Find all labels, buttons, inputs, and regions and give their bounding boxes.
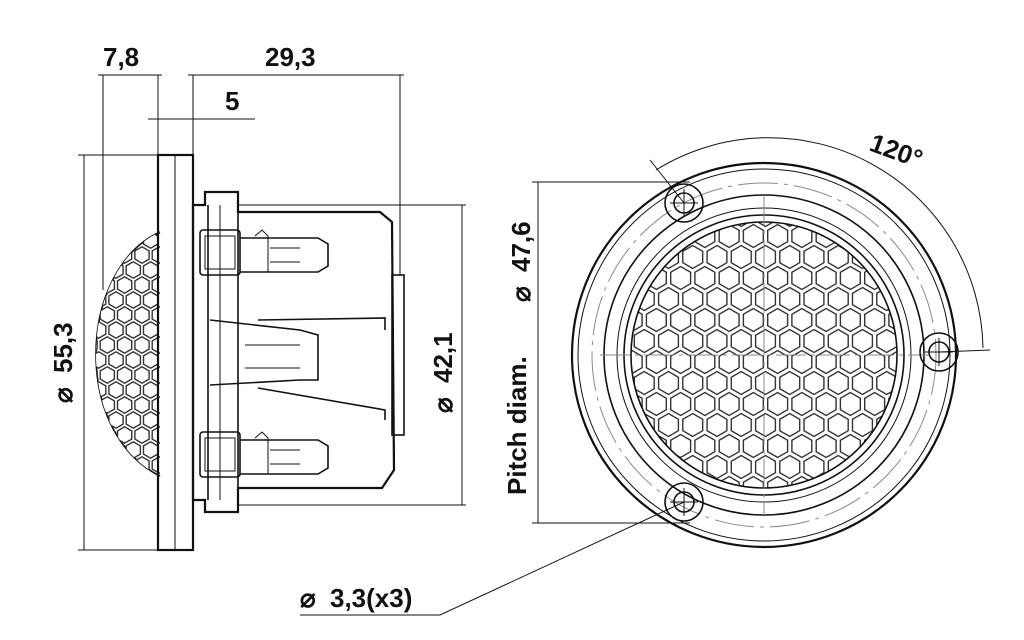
diameter-symbol-icon: ⌀ <box>428 397 458 413</box>
angle-arc <box>655 137 984 349</box>
diameter-symbol-icon: ⌀ <box>48 387 78 403</box>
pitch-diameter-label: 47,6 <box>506 221 536 272</box>
diameter-symbol-icon: ⌀ <box>300 583 316 613</box>
pitch-diameter-dimension: Pitch diam. <box>502 356 532 495</box>
front-view: 120° Pitch diam. ⌀ 47,6 ⌀ 3,3(x3) <box>300 127 991 616</box>
rear-housing <box>191 190 405 514</box>
body-diameter-dimension: ⌀ 42,1 <box>428 332 458 413</box>
flange-thickness-label: 7,8 <box>103 42 139 72</box>
diameter-symbol-icon: ⌀ <box>506 286 536 302</box>
flange-diameter-label: 55,3 <box>48 322 78 373</box>
side-view: 7,8 29,3 5 ⌀ 55,3 ⌀ 42,1 <box>48 42 466 552</box>
hole-diameter-label: 3,3(x3) <box>330 583 412 613</box>
outer-flange-ring <box>570 161 958 549</box>
pitch-diameter-value: ⌀ 47,6 <box>506 221 536 302</box>
side-dimension-lines <box>78 74 466 551</box>
hole-leader-line <box>300 501 685 616</box>
front-hex-grille <box>631 222 897 488</box>
overall-depth-label: 29,3 <box>265 42 316 72</box>
pitch-diameter-title: Pitch diam. <box>502 356 532 495</box>
flange-diameter-dimension: ⌀ 55,3 <box>48 322 78 403</box>
offset-label: 5 <box>225 86 239 116</box>
body-diameter-label: 42,1 <box>428 332 458 383</box>
angle-label: 120° <box>866 127 927 174</box>
